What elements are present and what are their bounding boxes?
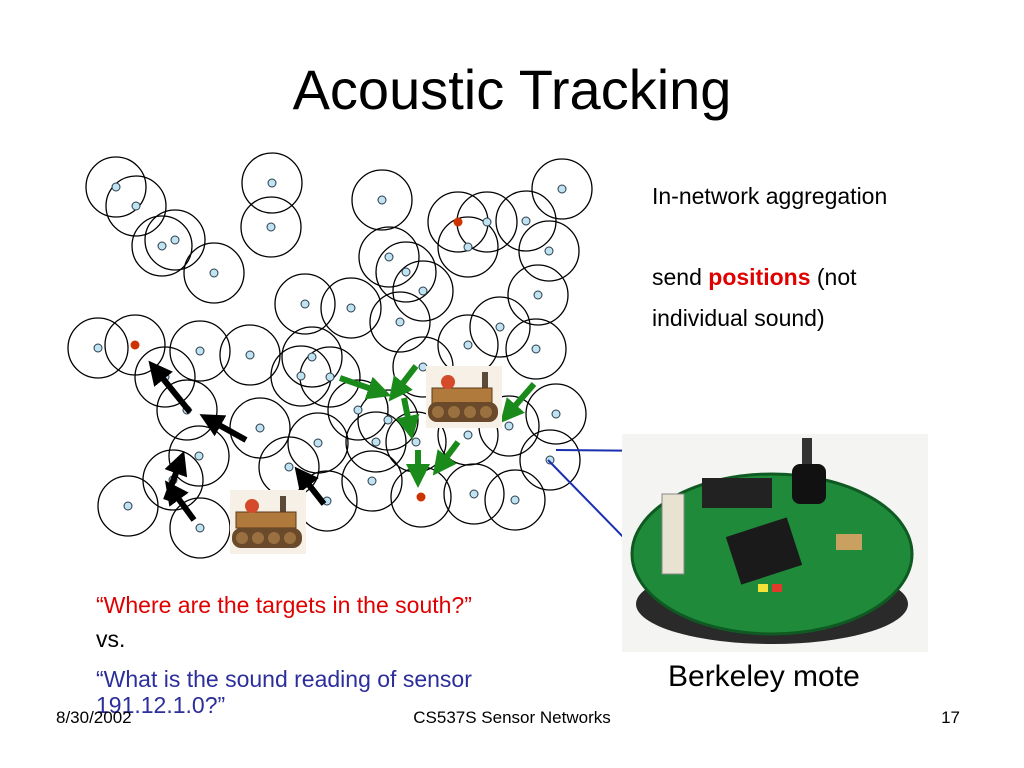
vs-text: vs. [96,626,126,652]
sensor-nodes [93,178,567,533]
black-arrows [148,360,327,522]
footer-date: 8/30/2002 [56,708,132,727]
send-positions-note: send positions (not [652,264,857,292]
aggregation-note: In-network aggregation [652,183,888,209]
aggregator-nodes [130,217,463,502]
south-query: “Where are the targets in the south?” [96,592,472,618]
berkeley-mote-photo [622,434,928,652]
send-text: send [652,264,709,290]
mote-label: Berkeley mote [668,660,860,693]
footer-course: CS537S Sensor Networks [413,708,611,727]
tank-icon [230,490,306,554]
green-arrows [339,364,537,488]
footer-page-number: 17 [941,708,960,727]
tank-icon [426,366,502,428]
not-text: (not [810,264,857,290]
positions-highlight: positions [708,264,811,290]
individual-sound-note: individual sound) [652,305,825,331]
sensor-query: “What is the sound reading of sensor 191… [96,666,472,719]
slide-title: Acoustic Tracking [292,58,732,121]
